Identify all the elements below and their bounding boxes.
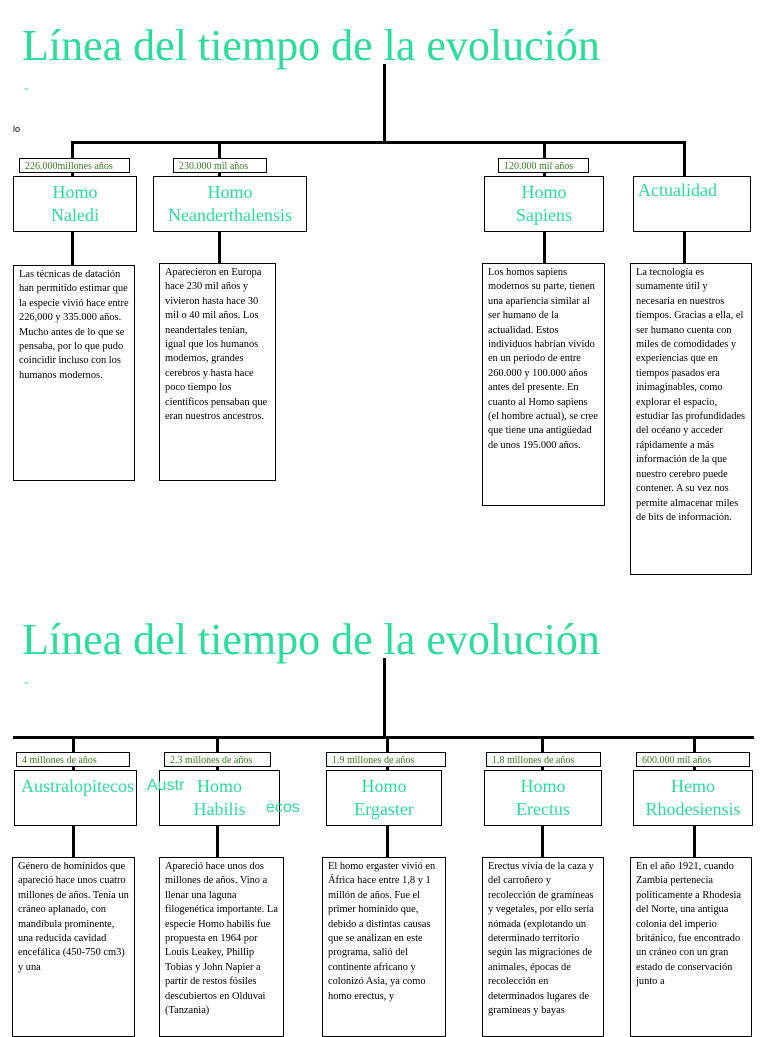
timeline-axis <box>72 141 685 144</box>
timeline-branch <box>543 232 546 265</box>
date-label: 1.9 millones de años <box>326 752 446 767</box>
species-title: Homo Naledi <box>13 176 137 232</box>
timeline-branch <box>72 826 75 858</box>
timeline-branch <box>71 232 74 266</box>
species-title: Homo Ergaster <box>326 770 442 826</box>
page-title: Línea del tiempo de la evolución <box>22 615 600 664</box>
date-label: 4 millones de años <box>16 752 130 767</box>
species-title: Actualidad <box>633 176 751 232</box>
species-description: La tecnología es sumamente útil y necesa… <box>630 263 752 575</box>
species-description: Aparecieron en Europa hace 230 mil años … <box>159 263 276 481</box>
date-label: 226.000millones años <box>19 158 130 173</box>
species-title: Homo Habilis <box>159 770 280 826</box>
species-description: Género de homínidos que apareció hace un… <box>12 857 135 1037</box>
timeline-branch <box>693 826 696 858</box>
timeline-branch <box>386 826 389 858</box>
overlay-text: Austr <box>147 777 185 794</box>
timeline-branch <box>216 826 219 858</box>
timeline-branch <box>683 232 686 265</box>
stray-mark: - <box>24 675 29 690</box>
species-description: Los homos sapiens modernos su parte, tie… <box>482 263 605 506</box>
stray-mark: - <box>24 81 29 96</box>
date-label: 600.000 mil años <box>636 752 750 767</box>
species-title: Homo Neanderthalensis <box>153 176 307 232</box>
date-label: 230.000 mil años <box>173 158 267 173</box>
timeline-branch <box>541 826 544 858</box>
timeline-axis <box>13 736 754 739</box>
date-label: 1.8 millones de años <box>486 752 601 767</box>
stray-text: lo <box>13 124 21 134</box>
species-title: Australopitecos <box>14 770 137 826</box>
timeline-trunk <box>383 658 386 738</box>
timeline-trunk <box>383 64 386 144</box>
species-description: Erectus vivía de la caza y del carroñero… <box>482 857 604 1037</box>
species-title: Homo Erectus <box>484 770 602 826</box>
species-description: Apareció hace unos dos millones de años.… <box>159 857 284 1037</box>
species-title: Hemo Rhodesiensis <box>633 770 753 826</box>
species-title: Homo Sapiens <box>484 176 604 232</box>
overlay-text: ecos <box>266 799 300 816</box>
date-label: 120.000 mil años <box>498 158 589 173</box>
timeline-branch <box>683 141 686 177</box>
page-title: Línea del tiempo de la evolución <box>22 21 600 70</box>
species-description: Las técnicas de datación han permitido e… <box>13 265 135 481</box>
timeline-branch <box>218 232 221 265</box>
species-description: El homo ergaster vivió en África hace en… <box>322 857 446 1037</box>
date-label: 2.3 millones de años <box>164 752 271 767</box>
species-description: En el año 1921, cuando Zambia pertenecía… <box>630 857 752 1037</box>
